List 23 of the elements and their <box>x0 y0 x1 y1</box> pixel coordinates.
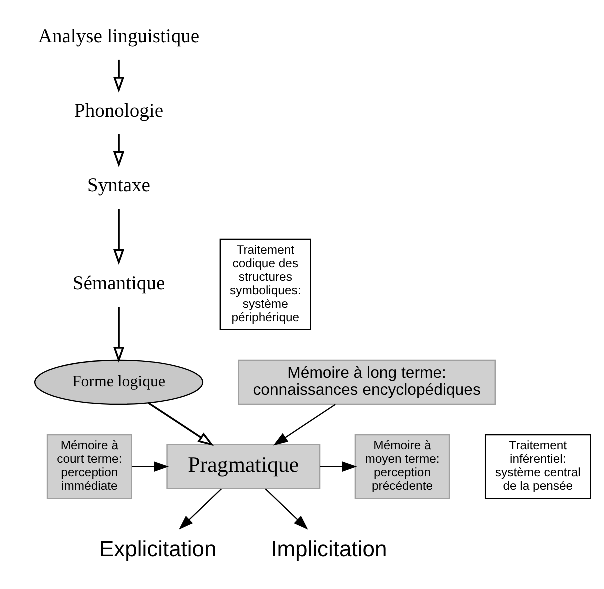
node-text: Implicitation <box>271 536 388 562</box>
arrow <box>113 134 125 168</box>
node-box: Mémoire à moyen terme: perception précédente <box>354 434 450 500</box>
node-text: Syntaxe <box>88 176 150 197</box>
node-text: Analyse linguistique <box>38 26 200 48</box>
node-box: Traitement codique des structures symboliques: système périphérique <box>220 238 312 331</box>
arrow <box>320 462 358 472</box>
node-text: Sémantique <box>72 273 166 294</box>
arrow <box>132 462 169 472</box>
arrow <box>113 60 125 93</box>
arrow <box>148 402 214 446</box>
arrow <box>274 404 336 446</box>
node-box: Mémoire à long terme: connaissances encyclopédiques <box>238 360 496 406</box>
arrow <box>113 307 125 363</box>
node-box: Traitement inférentiel: système central de la pensée <box>485 434 592 500</box>
node-box: Mémoire à court terme: perception immédiate <box>46 434 132 500</box>
node-text: Explicitation <box>99 536 217 562</box>
arrow <box>265 488 308 530</box>
node-box: Pragmatique <box>166 444 321 490</box>
node-ellipse: Forme logique <box>34 360 204 406</box>
arrow <box>113 209 125 266</box>
node-text: Phonologie <box>74 101 164 122</box>
arrow <box>179 488 222 530</box>
